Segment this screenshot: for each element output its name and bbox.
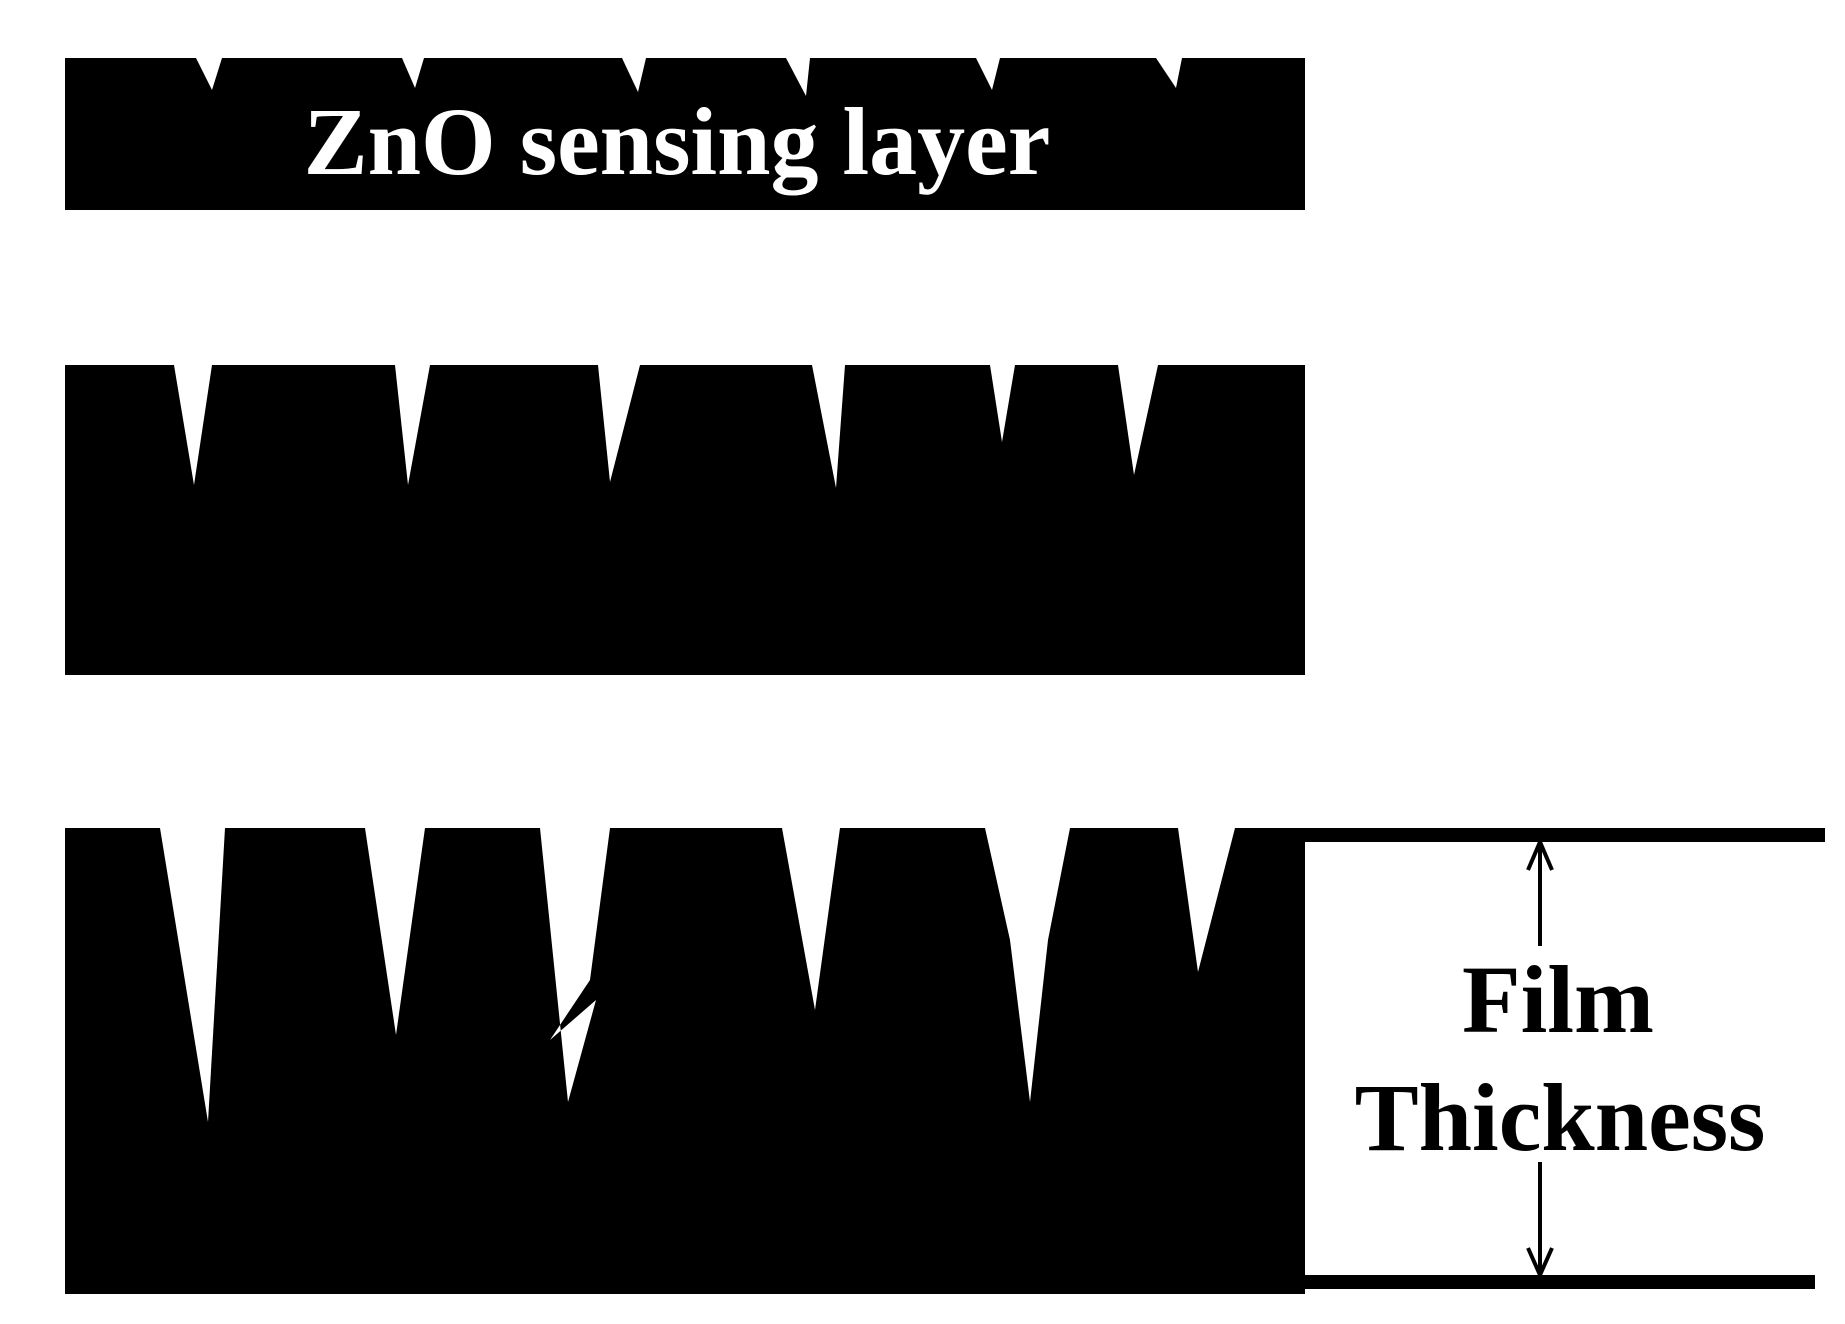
thickness-label-line1: Film	[1462, 946, 1654, 1053]
pore	[1178, 828, 1235, 972]
pore	[812, 365, 845, 488]
pore	[395, 365, 430, 485]
arrow-up-icon	[1526, 836, 1554, 871]
thick-film-pores	[160, 828, 1235, 1122]
pore	[160, 828, 225, 1122]
pore	[196, 58, 222, 90]
pore	[402, 58, 424, 88]
pore	[786, 58, 810, 96]
thick-film-body	[65, 828, 1305, 1294]
medium-film-layer	[65, 365, 1305, 675]
medium-film-pores	[174, 365, 1158, 488]
arrow-down-icon	[1526, 1247, 1554, 1280]
thickness-label-line2: Thickness	[1355, 1064, 1766, 1171]
pore	[782, 828, 840, 1010]
pore	[976, 58, 1000, 90]
pore	[174, 365, 212, 485]
thin-film-pores	[196, 58, 1182, 96]
pore	[990, 365, 1015, 442]
thin-film-layer: ZnO sensing layer	[65, 58, 1305, 210]
medium-film-body	[65, 365, 1305, 675]
pore	[622, 58, 646, 92]
pore	[1118, 365, 1158, 475]
layer-label: ZnO sensing layer	[304, 88, 1051, 195]
pore	[540, 828, 610, 1102]
pore	[985, 828, 1070, 1102]
thin-film-body	[65, 58, 1305, 210]
pore	[1156, 58, 1182, 88]
pore	[365, 828, 425, 1035]
thick-film-layer	[65, 828, 1305, 1294]
pore	[598, 365, 640, 482]
thickness-annotation: Film Thickness	[1305, 828, 1825, 1289]
